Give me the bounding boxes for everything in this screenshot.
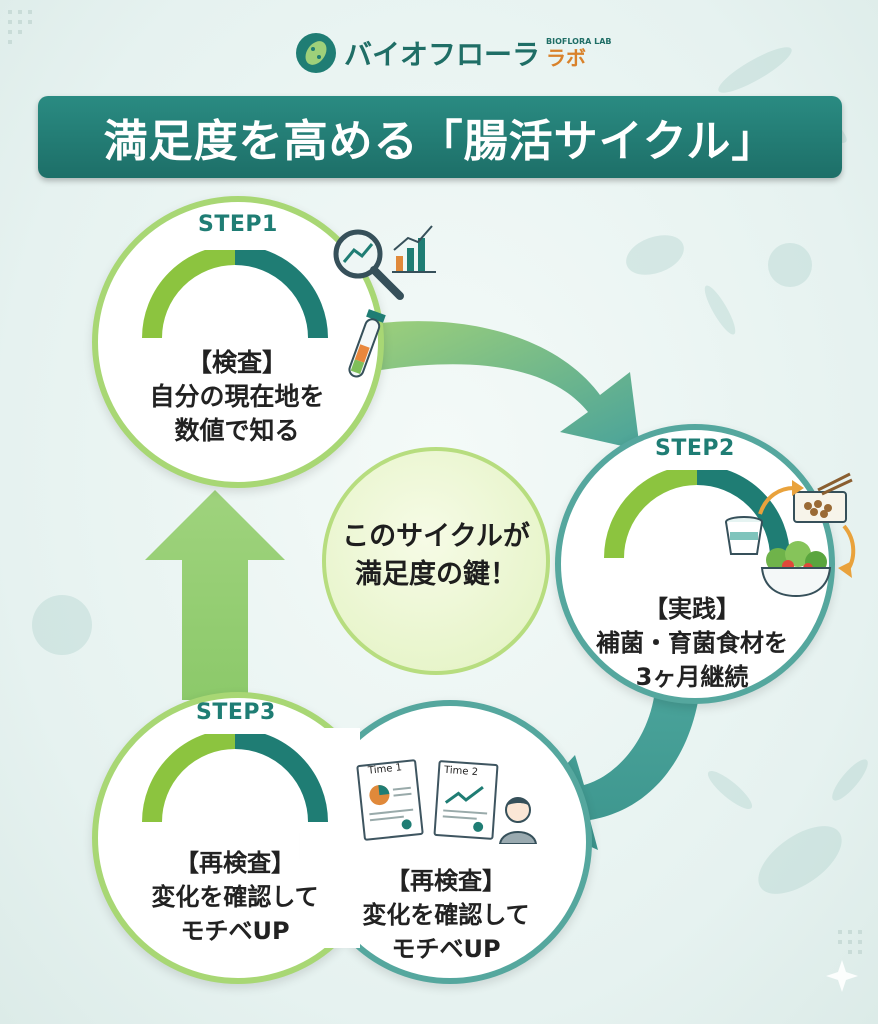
dot-grid-decoration: [8, 10, 862, 954]
step3-dup-desc-1: 変化を確認して: [362, 901, 530, 929]
step2-desc-1: 補菌・育菌食材を: [596, 629, 788, 657]
person-icon: [498, 797, 538, 844]
step1-label: STEP1: [198, 212, 278, 237]
step3-dup-desc-2: モチベUP: [391, 935, 501, 963]
step1-title: 【検査】: [186, 348, 287, 377]
step3-progress-arc: [142, 734, 328, 823]
step2-desc-2: 3ヶ月継続: [635, 663, 749, 691]
document-icon: [356, 759, 424, 841]
center-circle: [322, 447, 550, 675]
step3-label: STEP3: [196, 700, 276, 725]
natto-icon: [793, 472, 853, 523]
center-text: このサイクルが 満足度の鍵！: [322, 518, 550, 594]
sparkle-icon: [826, 960, 858, 992]
step2-title: 【実践】: [644, 595, 740, 623]
cycle-arrow-1: [365, 321, 640, 450]
step3-overlap-patch: [300, 728, 360, 948]
brand-sub-en: BIOFLORA LAB: [546, 37, 612, 46]
salad-icon: [760, 541, 832, 598]
yogurt-icon: [725, 516, 763, 555]
document-icon: [433, 759, 499, 841]
step2-label: STEP2: [655, 436, 735, 461]
brand-sub-jp: ラボ: [546, 46, 587, 70]
step1-progress-arc: [142, 250, 328, 339]
brand: バイオフローラ BIOFLORA LAB ラボ: [296, 32, 612, 74]
step3-text-duplicate: 【再検査】 変化を確認して モチベUP: [326, 864, 566, 966]
step2-progress-arc: [604, 470, 790, 559]
step3-desc-1: 変化を確認して: [151, 883, 319, 911]
magnifier-chart-icon: [333, 229, 404, 300]
step2-text: 【実践】 補菌・育菌食材を 3ヶ月継続: [572, 592, 812, 694]
test-tube-icon: [348, 309, 386, 378]
step1-text: 【検査】 自分の現在地を 数値で知る: [112, 346, 362, 448]
step1-circle: [92, 196, 384, 488]
center-line-2: 満足度の鍵！: [355, 559, 517, 590]
bar-chart-icon: [392, 225, 436, 273]
center-line-1: このサイクルが: [342, 521, 530, 552]
step3-title: 【再検査】: [175, 849, 295, 877]
step3-dup-title: 【再検査】: [386, 867, 506, 895]
brand-name: バイオフローラ: [344, 38, 541, 71]
brand-sub: BIOFLORA LAB ラボ: [546, 37, 612, 70]
step3-text: 【再検査】 変化を確認して モチベUP: [110, 846, 360, 948]
step1-desc-2: 数値で知る: [174, 416, 300, 445]
step1-desc-1: 自分の現在地を: [149, 382, 325, 411]
document-2-label: Time 2: [443, 764, 479, 779]
step3-desc-2: モチベUP: [180, 917, 290, 945]
page-title: 満足度を高める「腸活サイクル」: [103, 116, 777, 167]
cycle-arrow-3: [145, 490, 285, 700]
food-arrows: [758, 480, 856, 578]
bacteria-logo-icon: [296, 33, 336, 73]
title-banner: 満足度を高める「腸活サイクル」: [38, 96, 842, 178]
